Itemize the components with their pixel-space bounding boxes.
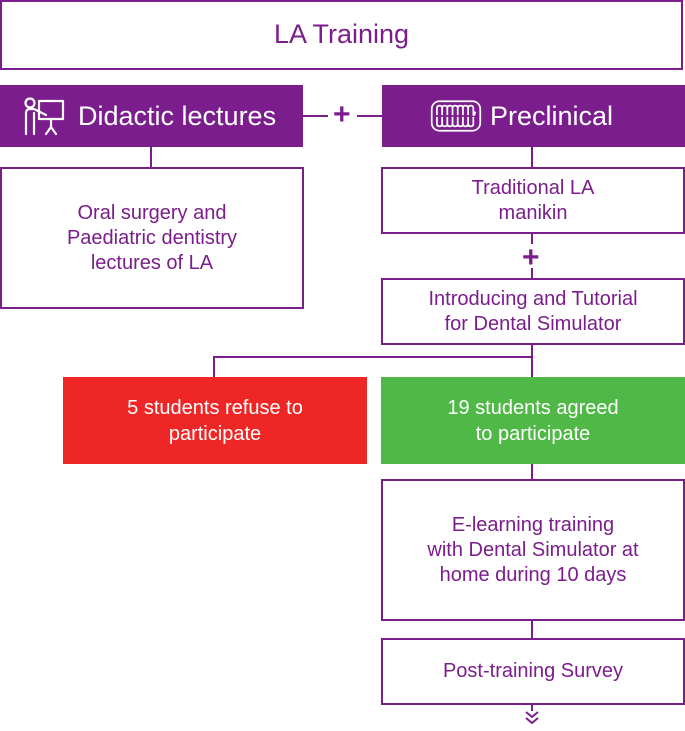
header-connector-right [357, 115, 382, 117]
agreed-text: 19 students agreed to participate [447, 396, 619, 445]
survey-tail-line [531, 705, 533, 711]
survey-connector [531, 621, 533, 638]
agreed-box: 19 students agreed to participate [381, 377, 685, 464]
elearning-text: E-learning training with Dental Simulato… [427, 513, 639, 586]
didactic-lectures-header: Didactic lectures [0, 85, 303, 147]
elearning-connector [531, 464, 533, 479]
survey-text: Post-training Survey [442, 660, 624, 682]
manikin-connector [531, 147, 533, 167]
refused-text: 5 students refuse to participate [127, 396, 303, 445]
chevron-down-icon [524, 710, 540, 731]
manikin-box: Traditional LA manikin [381, 167, 685, 234]
split-connector-horizontal [213, 356, 533, 358]
lectures-text: Oral surgery and Paediatric dentistry le… [66, 201, 238, 274]
title-box: LA Training [0, 0, 683, 70]
preclinical-label: Preclinical [490, 100, 614, 131]
preclinical-header: Preclinical [382, 85, 685, 147]
elearning-box: E-learning training with Dental Simulato… [381, 479, 685, 621]
manikin-simulator-plus: + [522, 241, 540, 274]
didactic-lectures-label: Didactic lectures [78, 100, 277, 131]
refused-box: 5 students refuse to participate [63, 377, 367, 464]
lectures-connector [150, 147, 152, 167]
manikin-plus-line-bottom [531, 268, 533, 278]
survey-box: Post-training Survey [381, 638, 685, 705]
manikin-text: Traditional LA manikin [471, 176, 595, 224]
title-text: LA Training [273, 19, 410, 50]
header-connector-plus: + [333, 98, 351, 131]
simulator-intro-text: Introducing and Tutorial for Dental Simu… [428, 287, 638, 335]
split-connector-left-drop [213, 356, 215, 378]
header-connector-left [303, 115, 328, 117]
simulator-intro-box: Introducing and Tutorial for Dental Simu… [381, 278, 685, 345]
teeth-manikin-icon [430, 96, 482, 136]
lectures-box: Oral surgery and Paediatric dentistry le… [0, 167, 304, 309]
manikin-plus-line-top [531, 234, 533, 244]
lecturer-board-icon [18, 96, 70, 136]
split-connector-vertical [531, 345, 533, 378]
